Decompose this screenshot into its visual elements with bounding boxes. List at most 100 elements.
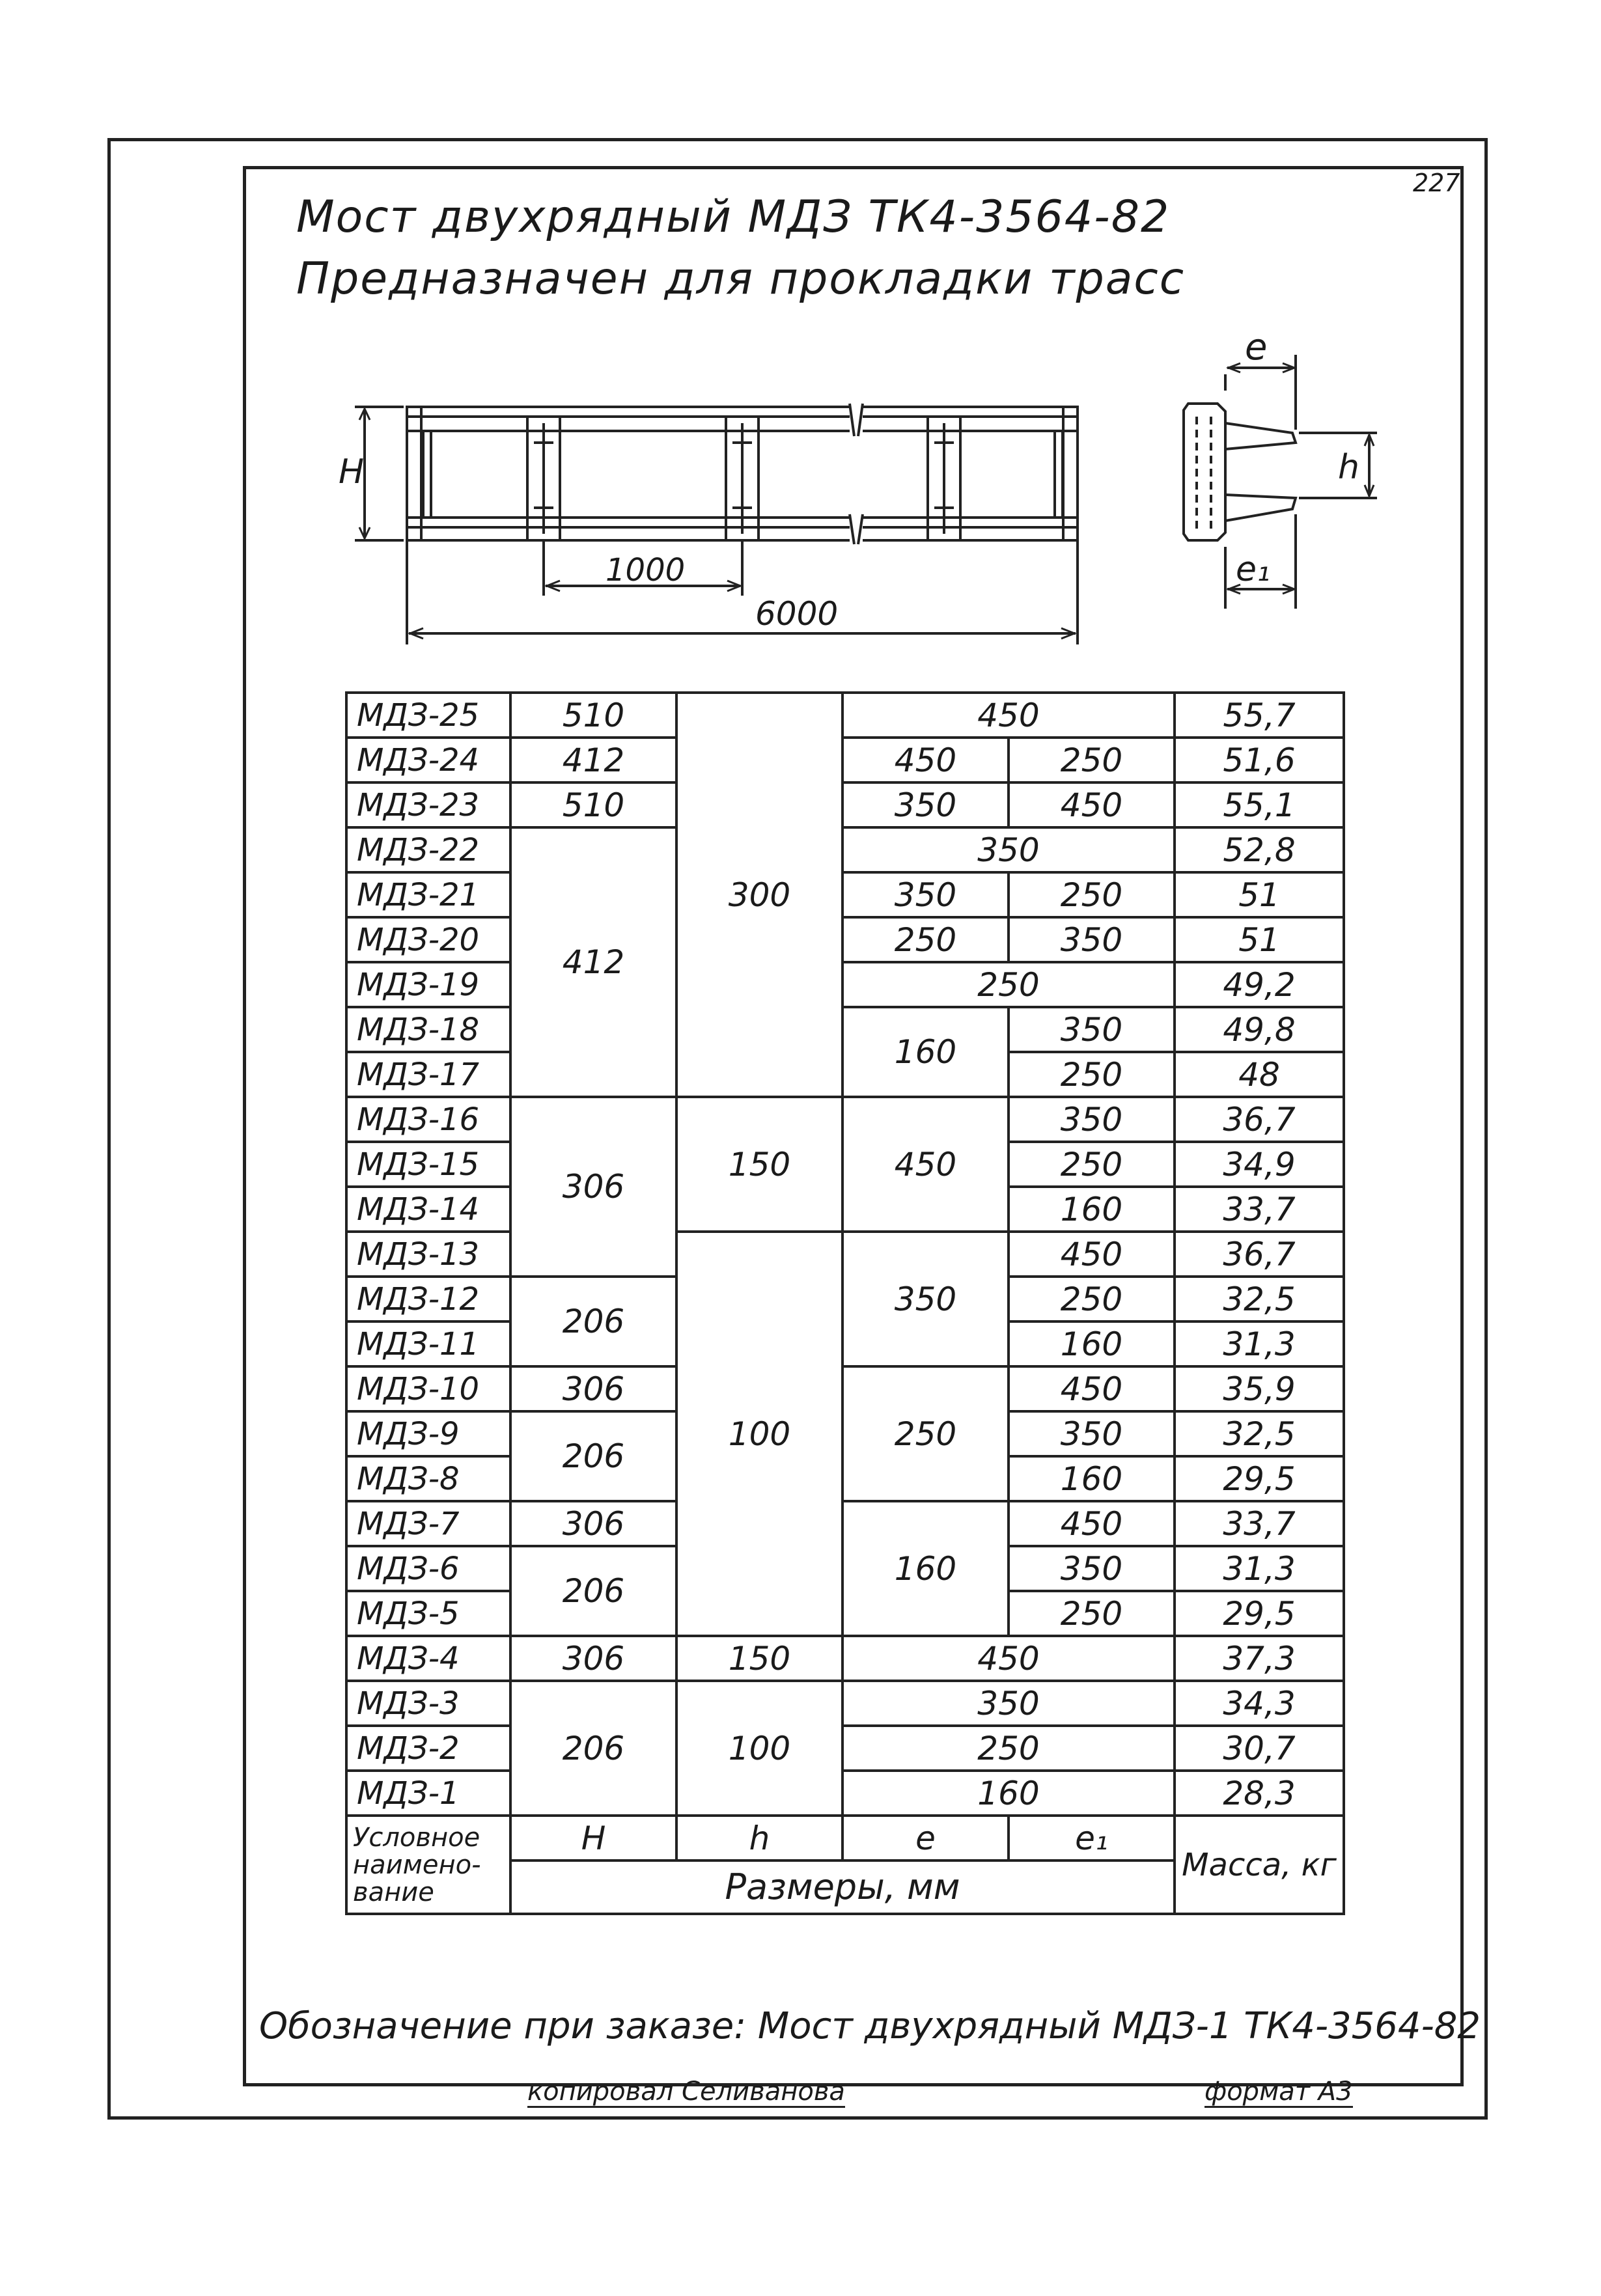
table-row: МДЗ-6 206 350 31,3 [345,1545,1345,1637]
cell-name: МДЗ-18 [345,1006,512,1053]
table-row: МДЗ-11 160 31,3 [345,1320,1345,1368]
cell-H: 306 [509,1096,678,1278]
cell-name: МДЗ-24 [345,736,512,784]
outer-frame [107,138,1488,2120]
cell-e1: 250 [1007,736,1176,784]
cell-mass: 34,3 [1173,1680,1345,1727]
cell-mass: 55,1 [1173,781,1345,829]
cell-e1: 350 [1007,1006,1176,1053]
cell-mass: 32,5 [1173,1410,1345,1458]
table-row: МДЗ-24 412 450 250 51,6 [345,736,1345,784]
cell-name: МДЗ-13 [345,1230,512,1278]
table-row: МДЗ-23 510 350 450 55,1 [345,781,1345,829]
cell-name: МДЗ-2 [345,1724,512,1772]
dimension-1000-label: 1000 [606,552,685,588]
page-subtitle: Предназначен для прокладки трасс [296,253,1186,305]
side-e1-label: e₁ [1236,550,1270,589]
table-header-row: Размеры, мм [346,1859,1344,1915]
cell-mass: 55,7 [1173,691,1345,739]
table-row: МДЗ-4 306 150 450 37,3 [345,1635,1345,1682]
cell-e1: 160 [1007,1320,1176,1368]
cell-H: 206 [509,1410,678,1502]
cell-h: 150 [675,1635,844,1682]
cell-H: 206 [509,1680,678,1817]
cell-name: МДЗ-14 [345,1185,512,1233]
cell-e1: 350 [1007,1545,1176,1592]
cell-mass: 51,6 [1173,736,1345,784]
cell-mass: 51 [1173,916,1345,963]
cell-e1: 450 [1007,1365,1176,1413]
cell-mass: 49,2 [1173,961,1345,1008]
cell-mass: 36,7 [1173,1230,1345,1278]
table-row: МДЗ-13 100 350 450 36,7 [345,1230,1345,1637]
cell-name: МДЗ-20 [345,916,512,963]
cell-name: МДЗ-8 [345,1455,512,1502]
table-row: МДЗ-1 160 28,3 [345,1769,1345,1817]
table-row: МДЗ-5 250 29,5 [345,1590,1345,1637]
cell-mass: 51 [1173,871,1345,919]
header-dimensions: Размеры, мм [509,1859,1176,1915]
cell-mass: 29,5 [1173,1590,1345,1637]
cell-mass: 33,7 [1173,1185,1345,1233]
table-row: МДЗ-2 250 30,7 [345,1724,1345,1772]
table-row: МДЗ-22 412 350 52,8 [345,826,1345,1098]
order-designation: Обозначение при заказе: Мост двухрядный … [259,2005,1481,2047]
cell-H: 306 [509,1500,678,1547]
cell-e1: 450 [1007,1500,1176,1547]
cell-H: 206 [509,1545,678,1637]
cell-name: МДЗ-15 [345,1141,512,1188]
header-H: H [509,1814,678,1862]
table-row: МДЗ-19 250 49,2 [345,961,1345,1008]
side-h-label: h [1338,448,1359,487]
table-row: МДЗ-12 206 250 32,5 [345,1275,1345,1368]
cell-name: МДЗ-21 [345,871,512,919]
cell-e: 250 [841,1724,1176,1772]
copied-by-note: копировал Селиванова [527,2077,845,2108]
cell-name: МДЗ-23 [345,781,512,829]
cell-e1: 160 [1007,1185,1176,1233]
cell-e: 350 [841,826,1176,874]
cell-e: 450 [841,1096,1010,1233]
cell-mass: 36,7 [1173,1096,1345,1143]
cell-h: 100 [675,1230,844,1637]
cell-name: МДЗ-22 [345,826,512,874]
cell-mass: 49,8 [1173,1006,1345,1053]
cell-name: МДЗ-3 [345,1680,512,1727]
cell-mass: 30,7 [1173,1724,1345,1772]
cell-e1: 250 [1007,1051,1176,1098]
cell-H: 306 [509,1365,678,1413]
sheet-format: формат А3 [1204,2077,1353,2108]
cell-e: 160 [841,1769,1176,1817]
cell-mass: 32,5 [1173,1275,1345,1323]
header-h: h [675,1814,844,1862]
cell-H: 412 [509,826,678,1098]
cell-e: 350 [841,781,1010,829]
cell-mass: 29,5 [1173,1455,1345,1502]
cell-e1: 450 [1007,1230,1176,1278]
cell-h: 150 [675,1096,844,1233]
cell-name: МДЗ-17 [345,1051,512,1098]
table-row: МДЗ-10 306 250 450 35,9 [345,1365,1345,1502]
table-header-row: Условное наимено-вание H h e e₁ Масса, к… [345,1814,1345,1915]
cell-e1: 350 [1007,1096,1176,1143]
cell-mass: 31,3 [1173,1545,1345,1592]
cell-e: 250 [841,961,1176,1008]
dimension-6000-label: 6000 [755,595,838,633]
cell-name: МДЗ-6 [345,1545,512,1592]
cell-e1: 160 [1007,1455,1176,1502]
cell-mass: 52,8 [1173,826,1345,874]
cell-name: МДЗ-25 [345,691,512,739]
cell-e1: 250 [1007,1590,1176,1637]
table-row: МДЗ-3 206 100 350 34,3 [345,1680,1345,1817]
cell-h: 100 [675,1680,844,1817]
table-row: МДЗ-16 306 150 450 350 36,7 [345,1096,1345,1278]
cell-name: МДЗ-7 [345,1500,512,1547]
cell-e1: 250 [1007,1275,1176,1323]
cell-e1: 250 [1007,1141,1176,1188]
cell-mass: 35,9 [1173,1365,1345,1413]
cell-e: 250 [841,916,1010,963]
cell-H: 206 [509,1275,678,1368]
side-e-label: e [1245,326,1267,368]
cell-name: МДЗ-5 [345,1590,512,1637]
table-row: МДЗ-7 306 160 450 33,7 [345,1500,1345,1637]
